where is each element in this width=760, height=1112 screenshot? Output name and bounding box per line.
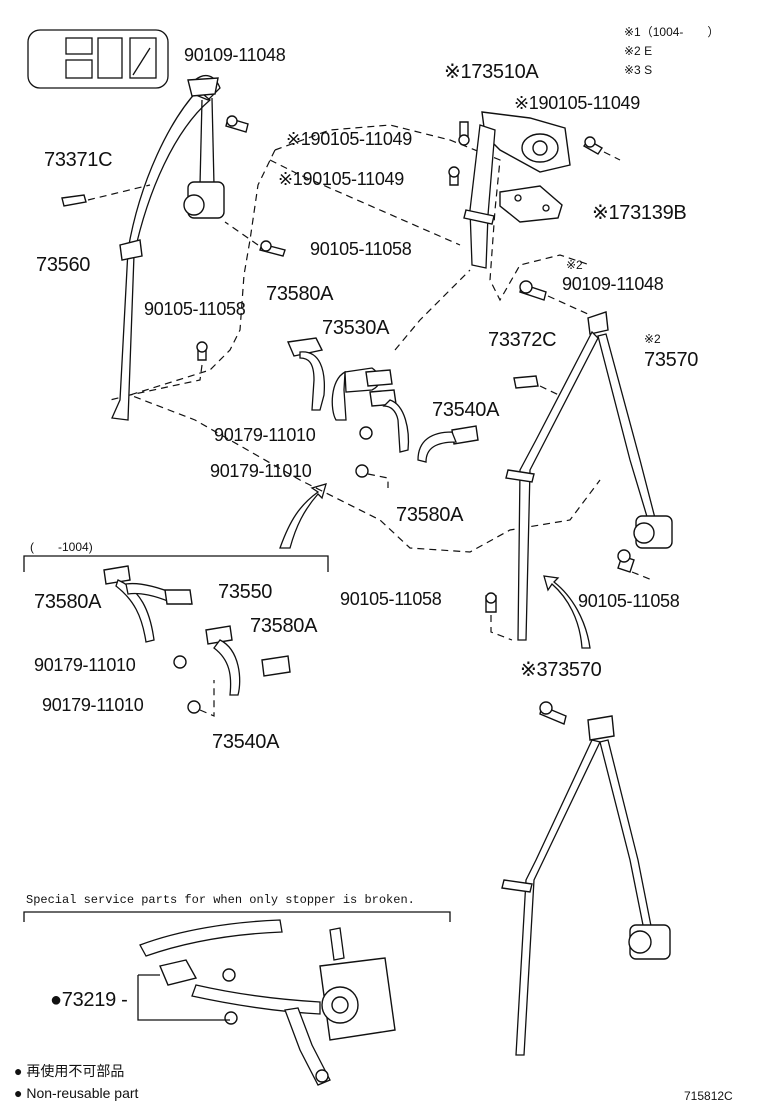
- note-mark3: ※3 S: [624, 63, 653, 77]
- retractor-73510A: [463, 111, 571, 269]
- bolt-90105-11049-c: [583, 136, 621, 161]
- legend-en: ● Non-reusable part: [14, 1085, 139, 1101]
- bracket-73139B: [499, 185, 563, 223]
- bolt-90105-11049-a: [458, 121, 470, 146]
- pointer-arrow-left: [279, 483, 327, 549]
- label-73550: 73550: [218, 581, 273, 603]
- pointer-arrow-right: [543, 575, 591, 649]
- bolt-90105-11058-right: [617, 549, 653, 581]
- label-73570-s: ※373570: [520, 659, 602, 681]
- label-mark2-b: ※2: [644, 332, 661, 346]
- seatbelt-73560: [111, 74, 225, 421]
- seatbelt-73570-S: [501, 701, 671, 1056]
- stopper-assembly-73219: [137, 919, 396, 1086]
- clip-73371C: [61, 184, 151, 207]
- diagram-code: 715812C: [684, 1089, 733, 1103]
- seatbelt-73570-E: [505, 311, 673, 641]
- label-90179-11010-d: 90179-11010: [42, 695, 144, 715]
- bolt-90105-11058-bottom: [485, 592, 513, 641]
- label-73530A: 73530A: [322, 317, 390, 339]
- bolt-90109-11048-top: [225, 115, 249, 133]
- note-mark2: ※2 E: [624, 44, 653, 58]
- buckle-73580A-sub-right: [205, 625, 291, 696]
- buckle-73580A-sub-left: [103, 565, 193, 643]
- label-73580A-sub: 73580A: [250, 615, 318, 637]
- bracket-note: ( -1004): [30, 540, 93, 554]
- label-90105-11049-c: ※190105-11049: [278, 169, 404, 189]
- label-73510A: ※173510A: [444, 61, 539, 83]
- label-90109-11048-top: 90109-11048: [184, 45, 286, 65]
- special-service-note: Special service parts for when only stop…: [26, 893, 415, 907]
- label-90105-11049-b: ※190105-11049: [286, 129, 412, 149]
- nut-90179-11010-d: [187, 680, 215, 717]
- label-90105-11058-mid: 90105-11058: [310, 239, 412, 259]
- label-73371C: 73371C: [44, 149, 113, 171]
- label-73580A-left: 73580A: [34, 591, 102, 613]
- label-73540A-main: 73540A: [432, 399, 500, 421]
- label-73372C: 73372C: [488, 329, 557, 351]
- label-73560: 73560: [36, 254, 91, 276]
- label-90179-11010-c: 90179-11010: [34, 655, 136, 675]
- bolt-90109-11048-right: [519, 280, 591, 316]
- label-73540A-sub: 73540A: [212, 731, 280, 753]
- label-90179-11010-b: 90179-11010: [210, 461, 312, 481]
- nut-90179-11010-a: [359, 426, 373, 440]
- label-73580A-top: 73580A: [266, 283, 334, 305]
- label-90105-11058-left: 90105-11058: [144, 299, 246, 319]
- clip-73372C: [513, 375, 566, 399]
- label-90105-11058-bottom: 90105-11058: [340, 589, 442, 609]
- bolt-90105-11049-b: [448, 166, 460, 186]
- buckle-73530A: [331, 367, 393, 421]
- label-mark2-a: ※2: [566, 258, 583, 272]
- vehicle-locator-icon: [27, 29, 169, 89]
- legend-jp: ● 再使用不可部品: [14, 1063, 125, 1079]
- label-73570-top: 73570: [644, 349, 699, 371]
- label-90179-11010-a: 90179-11010: [214, 425, 316, 445]
- bracket-sub-1004: [23, 555, 329, 572]
- label-73580A-main: 73580A: [396, 504, 464, 526]
- label-73139B: ※173139B: [592, 202, 687, 224]
- nut-90179-11010-b: [355, 464, 389, 488]
- note-mark1: ※1（1004- ）: [624, 25, 720, 39]
- label-73219: ●73219 -: [50, 989, 128, 1011]
- buckle-73580A-top: [286, 337, 326, 411]
- nut-90179-11010-c: [173, 655, 187, 669]
- label-90105-11049-a: ※190105-11049: [514, 93, 640, 113]
- buckle-73580A-main: [417, 425, 479, 463]
- special-bracket: [23, 911, 451, 922]
- buckle-73540A-main: [369, 389, 410, 453]
- label-90105-11058-right: 90105-11058: [578, 591, 680, 611]
- bolt-90105-11058-mid: [224, 221, 286, 257]
- label-90109-11048-right: 90109-11048: [562, 274, 664, 294]
- bolt-90105-11058-left: [129, 341, 208, 396]
